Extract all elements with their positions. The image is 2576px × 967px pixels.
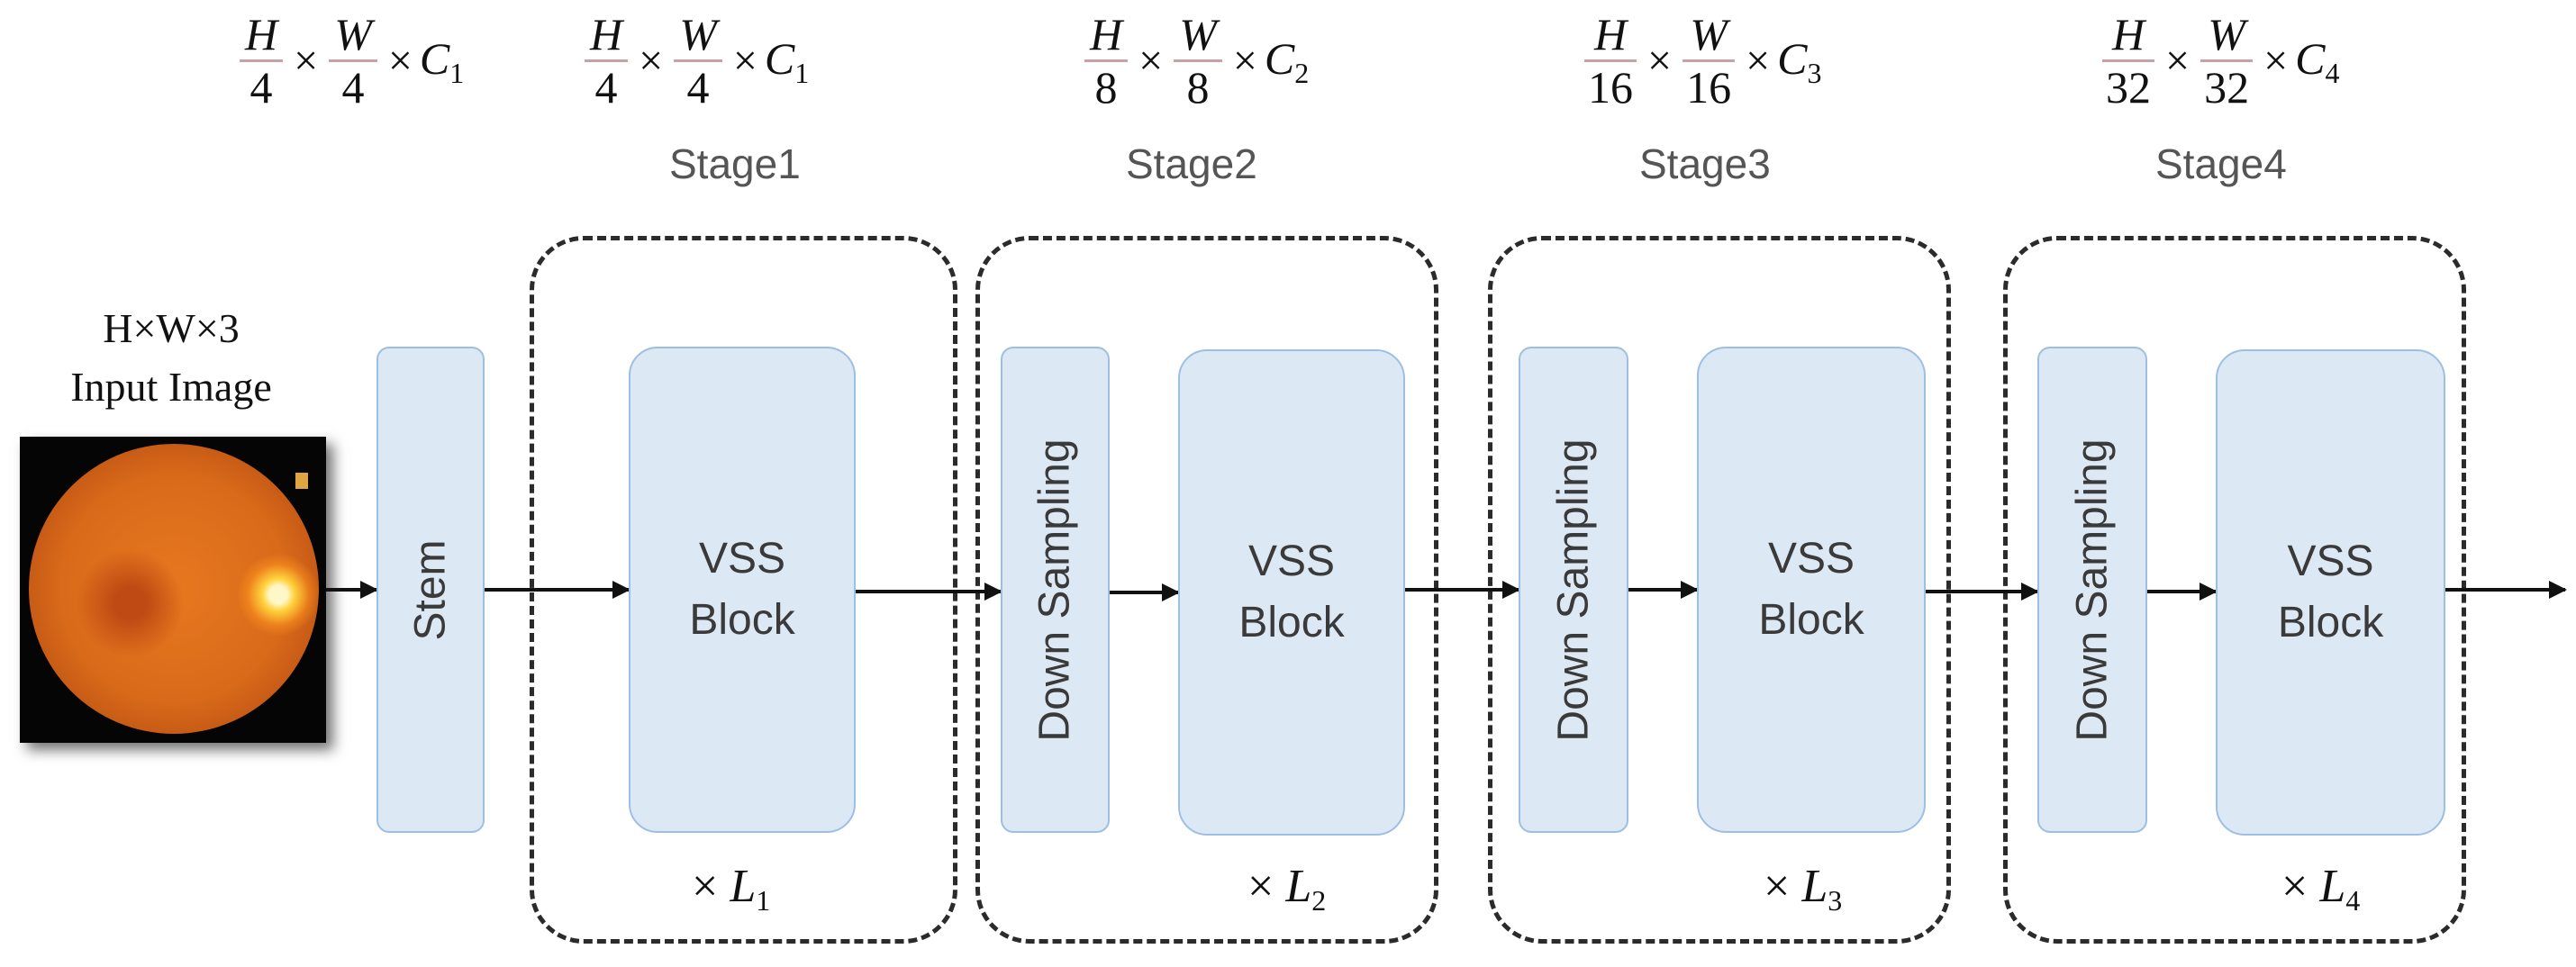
vss-block-stage2: VSS Block <box>1178 349 1405 836</box>
repeat-count-stage2: × L2 <box>1247 861 1327 917</box>
stem-block: Stem <box>376 347 485 833</box>
stage4-label: Stage4 <box>2155 140 2287 187</box>
down-sampling-stage3: Down Sampling <box>1519 347 1628 833</box>
repeat-count-stage1: × L1 <box>692 861 771 917</box>
vss-block-stage4: VSS Block <box>2216 349 2445 836</box>
stage1-label: Stage1 <box>669 140 801 187</box>
stage3-label: Stage3 <box>1639 140 1771 187</box>
down-sampling-stage2: Down Sampling <box>1001 347 1110 833</box>
vss-block-stage1: VSS Block <box>629 347 856 833</box>
input-dims: H×W×3 <box>103 305 240 351</box>
repeat-count-stage4: × L4 <box>2281 861 2361 917</box>
repeat-count-stage3: × L3 <box>1764 861 1843 917</box>
stage2-label: Stage2 <box>1126 140 1257 187</box>
input-image-label: Input Image <box>70 364 272 410</box>
down-sampling-stage4: Down Sampling <box>2037 347 2147 833</box>
vss-block-stage3: VSS Block <box>1697 347 1926 833</box>
fundus-image <box>20 437 326 743</box>
